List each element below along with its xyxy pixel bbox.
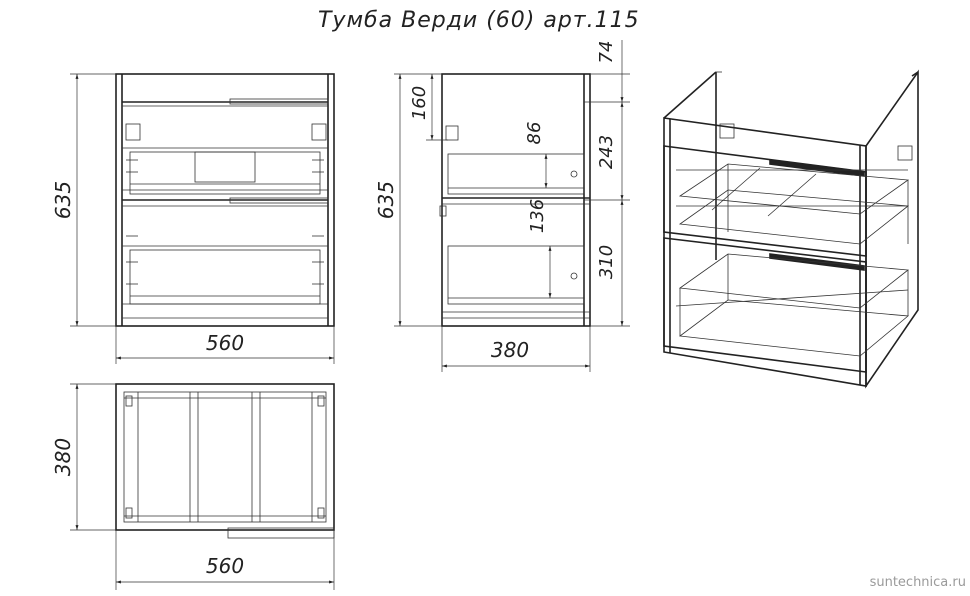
gap-top-label: 74 — [596, 41, 617, 64]
lower-section-label: 310 — [596, 245, 617, 279]
isometric-view — [663, 69, 919, 389]
drawer1-depth-label: 86 — [524, 122, 545, 145]
top-depth-label: 380 — [51, 438, 75, 476]
side-width-label: 380 — [491, 338, 529, 362]
top-view: 380 560 — [51, 383, 335, 590]
upper-section-label: 243 — [596, 135, 617, 169]
drawing-title: Тумба Верди (60) арт.115 — [318, 8, 640, 33]
side-height-label: 635 — [374, 181, 398, 219]
front-width-label: 560 — [206, 331, 244, 355]
top-width-label: 560 — [206, 554, 244, 578]
front-view: 635 560 — [51, 73, 335, 364]
side-view: 635 160 86 136 74 243 310 380 — [374, 40, 630, 372]
front-height-label: 635 — [51, 181, 75, 219]
side-top-offset-label: 160 — [409, 86, 430, 120]
watermark: suntechnica.ru — [870, 575, 966, 590]
drawer2-depth-label: 136 — [527, 199, 548, 233]
